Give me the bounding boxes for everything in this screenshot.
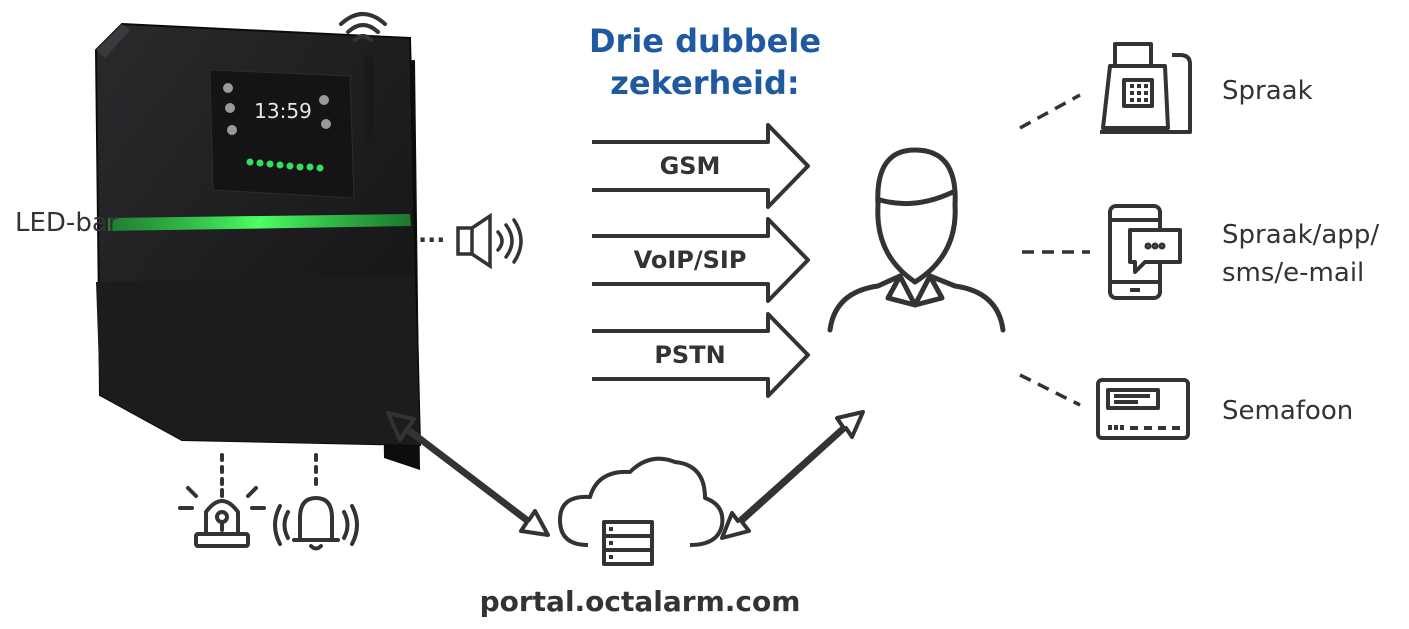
flash-lamp-icon — [178, 453, 266, 548]
pager-icon — [1096, 378, 1190, 440]
cloud-server-icon — [558, 456, 725, 566]
output-label-app-line-2: sms/e-mail — [1222, 258, 1365, 288]
device-antenna — [364, 56, 374, 146]
channel-label-pstn: PSTN — [654, 341, 726, 369]
double-arrow-person-cloud — [720, 410, 865, 540]
title-line-1: Drie dubbele — [588, 22, 822, 60]
title-line-2: zekerheid: — [610, 64, 800, 102]
channel-label-gsm: GSM — [659, 152, 721, 180]
portal-url: portal.octalarm.com — [479, 585, 801, 618]
output-label-voice: Spraak — [1222, 76, 1313, 106]
smartphone-chat-icon — [1108, 204, 1182, 300]
output-label-app-line-1: Spraak/app/ — [1222, 220, 1380, 250]
bell-icon — [273, 453, 359, 551]
svg-text:···: ··· — [418, 226, 445, 254]
channel-arrows — [592, 123, 810, 398]
output-label-pager: Semafoon — [1222, 396, 1354, 426]
device-screen-time: 13:59 — [254, 99, 312, 123]
alarm-device: 13:59 — [94, 22, 422, 470]
diagram-title: Drie dubbele zekerheid: — [555, 20, 855, 104]
channel-label-voip: VoIP/SIP — [633, 246, 747, 274]
person-icon — [827, 147, 1006, 333]
output-label-app: Spraak/app/ sms/e-mail — [1222, 216, 1379, 292]
double-arrow-device-cloud — [386, 411, 550, 537]
dashed-connectors — [1019, 93, 1090, 407]
led-bar-label: LED-bar — [15, 208, 119, 238]
led-bar — [108, 214, 411, 231]
desk-phone-icon — [1100, 42, 1192, 134]
wifi-icon — [339, 12, 387, 42]
siren-horn-icon: ··· — [418, 212, 523, 270]
device-status-leds — [246, 158, 324, 172]
